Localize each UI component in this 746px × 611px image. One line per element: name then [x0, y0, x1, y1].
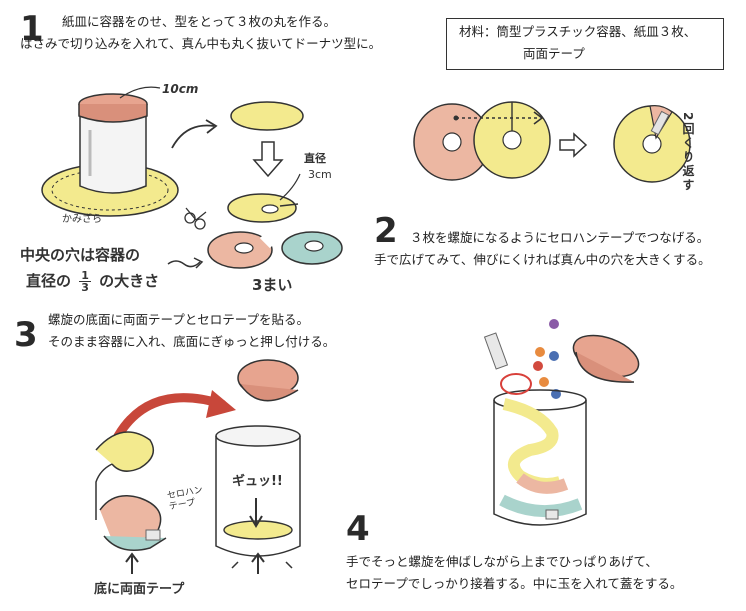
label-hole-note-1: 中央の穴は容器の [20, 246, 141, 264]
step-3-line-2: そのまま容器に入れ、底面にぎゅっと押し付ける。 [48, 334, 336, 349]
materials-line-1: 材料：筒型プラスチック容器、紙皿３枚、 [459, 24, 697, 39]
step-2-line-2: 手で広げてみて、伸びにくければ真ん中の穴を大きくする。 [374, 252, 711, 267]
step-1-line-2: はさみで切り込みを入れて、真ん中も丸く抜いてドーナツ型に。 [20, 36, 382, 51]
hole-note-pre: 直径の [26, 272, 72, 290]
label-hole-note-2: 直径の 1 3 の大きさ [26, 270, 159, 293]
fraction-numerator: 1 [79, 269, 91, 282]
label-diameter: 直径 [304, 152, 326, 165]
step-4-line-2: セロテープでしっかり接着する。中に玉を入れて蓋をする。 [346, 576, 683, 591]
ball-orange-1 [535, 347, 545, 357]
step-4-container [493, 400, 587, 526]
yellow-circle [230, 101, 304, 131]
ball-orange-2 [539, 377, 549, 387]
step-1-line-1: 紙皿に容器をのせ、型をとって３枚の丸を作る。 [62, 14, 337, 29]
label-three-pieces: 3まい [252, 276, 293, 294]
ball-purple [549, 319, 559, 329]
step-3-red-arrow [113, 393, 227, 441]
ball-red [533, 361, 543, 371]
label-twice-fold: 2回くり返す [681, 112, 695, 193]
materials-box: 材料：筒型プラスチック容器、紙皿３枚、 両面テープ [446, 18, 724, 70]
step-1-number: 1 [20, 9, 44, 49]
hole-note-post: の大きさ [99, 272, 160, 290]
step-3-line-1: 螺旋の底面に両面テープとセロテープを貼る。 [48, 312, 310, 327]
label-10cm: 10cm [162, 82, 199, 96]
step-4-number: 4 [346, 509, 370, 549]
label-squeeze: ギュッ!! [232, 474, 283, 489]
step-4-line-1: 手でそっと螺旋を伸ばしながら上までひっぱりあげて、 [346, 554, 658, 569]
fraction-denominator: 3 [81, 281, 89, 294]
label-paper-plate: かみざら [62, 214, 102, 225]
materials-line-2: 両面テープ [523, 46, 585, 61]
step-3-number: 3 [14, 315, 38, 355]
hole-note-fraction: 1 3 [79, 270, 91, 293]
label-diameter-value: 3cm [308, 168, 332, 181]
red-ring [500, 373, 532, 395]
ball-blue-1 [549, 351, 559, 361]
step-2-number: 2 [374, 211, 398, 251]
label-double-tape-bottom: 底に両面テープ [94, 582, 185, 597]
step-2-line-1: ３枚を螺旋になるようにセロハンテープでつなげる。 [410, 230, 710, 245]
